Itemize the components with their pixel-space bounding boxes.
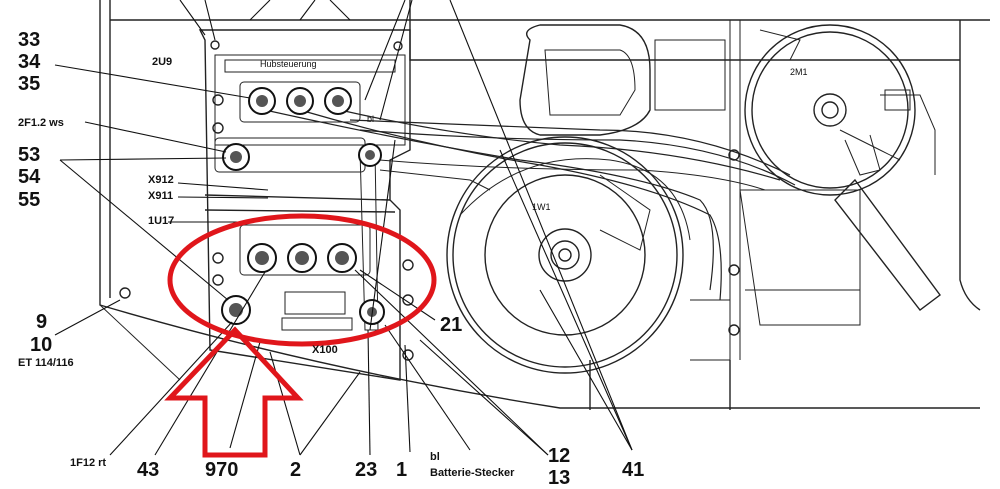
label-et-114-116: ET 114/116 [18,357,74,369]
label-10: 10 [30,334,53,356]
label-1w1: 1W1 [532,202,551,212]
label-1f12-rt: 1F12 rt [70,457,107,469]
label-2f12-ws: 2F1.2 ws [18,117,64,129]
label-970: 970 [205,459,239,481]
label-12: 12 [548,445,571,467]
label-1: 1 [396,459,408,481]
label-21: 21 [440,314,463,336]
label-54: 54 [18,166,41,188]
label-35: 35 [18,73,41,95]
label-panel-title: Hubsteuerung [260,59,317,69]
label-2u9: 2U9 [152,56,173,68]
label-x912: X912 [148,174,174,186]
label-43: 43 [137,459,160,481]
label-41: 41 [622,459,645,481]
label-bl-small: bl [367,114,375,124]
label-1u17: 1U17 [148,215,175,227]
label-x100: X100 [312,344,338,356]
label-23: 23 [355,459,378,481]
label-55: 55 [18,189,41,211]
label-53: 53 [18,144,41,166]
label-2: 2 [290,459,302,481]
label-9: 9 [36,311,48,333]
label-batterie-stecker: Batterie-Stecker [430,467,515,479]
label-x911: X911 [148,190,174,202]
label-2m1: 2M1 [790,67,808,77]
label-34: 34 [18,51,41,73]
label-33: 33 [18,29,41,51]
label-13: 13 [548,467,571,489]
label-bl: bl [430,451,440,463]
